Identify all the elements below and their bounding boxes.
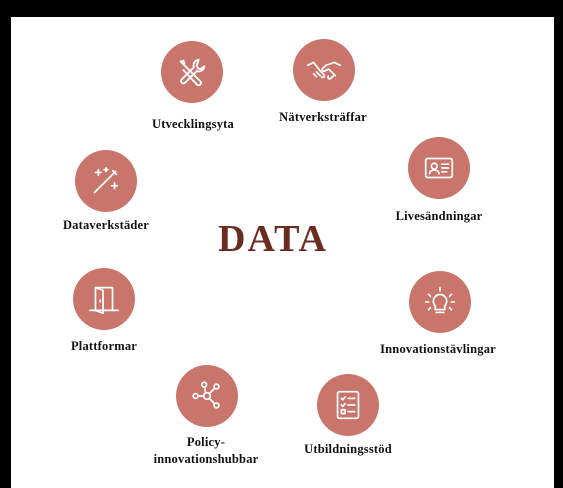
node-policyhubbar-label-1: Policy- [186, 435, 226, 449]
node-utvecklingsyta-circle [161, 41, 223, 103]
node-natverkstraffar-label: Nätverksträffar [279, 110, 367, 124]
node-utvecklingsyta-label: Utvecklingsyta [152, 117, 234, 131]
node-utbildningsstod-circle [317, 374, 379, 436]
node-natverkstraffar-circle [293, 39, 355, 101]
node-plattformar-label: Plattformar [70, 339, 138, 353]
node-innovationstavlingar-label: Innovationstävlingar [380, 342, 496, 356]
id-card-icon [424, 157, 454, 179]
diagram-canvas: DATA Utvecklingsyta Nätverksträffar Live… [11, 17, 554, 488]
node-livesandningar-label: Livesändningar [395, 209, 483, 223]
node-livesandningar-circle [408, 137, 470, 199]
node-dataverkstader-label: Dataverkstäder [62, 218, 150, 232]
node-innovationstavlingar-circle [409, 271, 471, 333]
checklist-icon [336, 390, 360, 420]
node-utbildningsstod-label: Utbildningsstöd [304, 442, 392, 456]
node-policyhubbar-circle [176, 365, 238, 427]
node-dataverkstader-circle [75, 150, 137, 212]
lightbulb-icon [424, 286, 456, 314]
node-plattformar-circle [73, 268, 135, 330]
tools-icon [179, 58, 206, 87]
center-title: DATA [218, 218, 329, 260]
network-hub-icon [192, 381, 220, 409]
magic-wand-icon [93, 166, 119, 194]
handshake-icon [306, 61, 342, 80]
node-policyhubbar-label-2: innovationshubbar [153, 452, 259, 466]
door-icon [88, 286, 120, 315]
